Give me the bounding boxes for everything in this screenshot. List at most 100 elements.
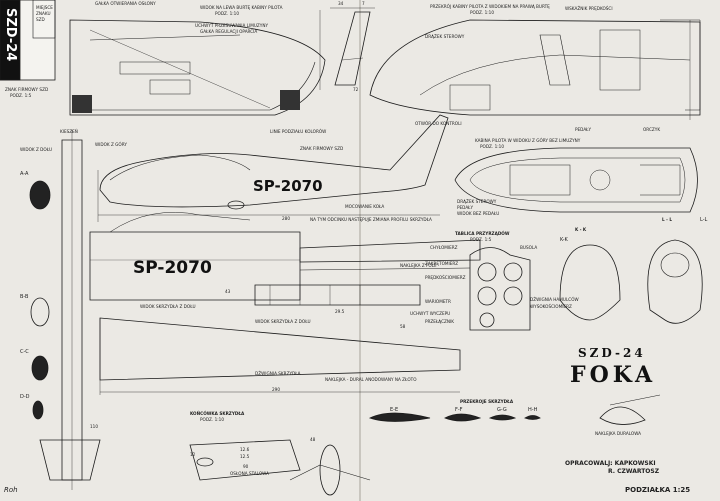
dim-12: 12 — [190, 452, 196, 457]
dim-1: 34 — [338, 1, 344, 6]
section-ee: E-E — [390, 407, 399, 413]
wing-tip-title: KOŃCÓWKA SKRZYDŁA — [190, 411, 245, 416]
callout-cockpit-top-3: WIDOK BEZ PEDAŁU — [457, 211, 500, 216]
cockpit-section-view — [369, 19, 701, 120]
title-name: FOKA — [570, 362, 657, 388]
horizontal-stabilizer — [299, 239, 481, 271]
callout-cockpit-5: DRĄŻEK STEROWY — [425, 34, 465, 39]
dim-3: 72 — [353, 87, 359, 92]
section-ff: F-F — [455, 407, 463, 413]
callout-wing-2: WIDOK SKRZYDŁA Z DOŁU — [255, 319, 311, 324]
dim-7: 29.5 — [335, 309, 345, 314]
canopy-side-title: WIDOK NA LEWA BURTĘ KABINY PILOTA — [200, 5, 283, 10]
kk-label: K - K — [575, 227, 587, 232]
glider-front-view — [289, 444, 371, 496]
dim-6: 43 — [225, 289, 231, 294]
corner-model-text: SZD-24 — [3, 8, 18, 62]
registration-side: SP-2070 — [253, 177, 323, 195]
wing-profiles — [368, 394, 661, 425]
callout-instr-3: ZAKRĘTOMIERZ — [425, 261, 459, 266]
author-2: R. CZWARTOSZ — [608, 468, 660, 475]
callout-cockpit-4: ORCZYK — [643, 127, 661, 132]
wing-sections-title: PRZEKROJE SKRZYDŁA — [460, 399, 514, 404]
callout-fuselage-5: NA TYM ODCINKU NASTĘPUJE ZMIANA PROFILU … — [310, 217, 432, 222]
dim-5: 290 — [272, 387, 280, 392]
callout-cockpit-2: WSKAŹNIK PRĘDKOŚCI — [565, 6, 613, 11]
cockpit-top-title: KABINA PILOTA W WIDOKU Z GÓRY BEZ LIMUZY… — [475, 138, 581, 143]
callout-instr-1: CHYŁOMIERZ — [430, 245, 458, 250]
callout-canopy-4: KIESZEŃ — [60, 129, 78, 134]
callout-cockpit-top-2: PEDAŁY — [457, 205, 474, 210]
fuselage-frames — [254, 284, 421, 306]
dim-11: 48 — [310, 437, 316, 442]
callout-fuselage-3: ZNAK FIRMOWY SZD — [5, 87, 49, 92]
callout-wing-1: NAKLEJKA - DURAL ANODOWANY NA ZŁOTO — [325, 377, 417, 382]
callout-fuselage-6: NAKLEJKA Z FOLII — [400, 263, 437, 268]
callout-cockpit-top-1: DRĄŻEK STEROWY — [457, 199, 497, 204]
wing-chord-strip — [99, 317, 461, 395]
wing-planform — [89, 212, 301, 301]
signature: Roh — [4, 486, 18, 494]
section-gg: G-G — [497, 407, 507, 413]
cockpit-section-title: PRZEKRÓJ KABINY PILOTA Z WIDOKIEM NA PRA… — [430, 4, 550, 9]
callout-cockpit-3: PEDAŁY — [575, 127, 592, 132]
section-dd: D-D — [20, 394, 30, 400]
top-view-label: WIDOK Z GÓRY — [95, 142, 127, 147]
callout-instr-9: PRZEŁĄCZNIK — [425, 319, 454, 324]
dim-13: 12.5 — [240, 454, 250, 459]
canopy-side-view — [69, 19, 326, 116]
callout-wing-3: DŹWIGNIA SKRZYDŁA — [255, 371, 301, 376]
fuselage-side-view — [97, 114, 449, 222]
callout-fuselage-1: LINIE PODZIAŁU KOLORÓW — [270, 129, 327, 134]
wing-tip-detail — [189, 439, 301, 481]
callout-fuselage-4: PODZ. 1:5 — [10, 93, 32, 98]
instrument-panel-title: TABLICA PRZYRZĄDÓW — [455, 231, 510, 236]
section-ll: L-L — [700, 217, 708, 223]
cockpit-top-scale: PODZ. 1:10 — [480, 144, 504, 149]
dim-9: 110 — [90, 424, 98, 429]
callout-instr-7: UCHWYT WYCZEPU — [410, 311, 451, 316]
corner-stamp — [0, 0, 56, 81]
kk-ll-sections — [559, 239, 703, 324]
instrument-panel — [469, 247, 531, 331]
dim-14: 12.6 — [240, 447, 250, 452]
section-bb: B-B — [20, 294, 29, 300]
author-1: J. KAPKOWSKI — [608, 460, 656, 467]
callout-instr-6: WYSOKOŚCIOMIERZ — [530, 304, 572, 309]
title-model: SZD-24 — [578, 346, 646, 360]
callout-canopy-1: GAŁKA OTWIERANIA OSŁONY — [95, 1, 156, 6]
section-cc: C-C — [20, 349, 29, 355]
bottom-view-label: WIDOK Z DOŁU — [20, 147, 53, 152]
wing-top-view — [39, 130, 101, 490]
callout-fuselage-2: ZNAK FIRMOWY SZD — [300, 146, 344, 151]
registration-wing: SP-2070 — [133, 258, 212, 278]
callout-instr-2: BUSOLA — [520, 245, 538, 250]
stamp-line-3: SZD — [36, 17, 45, 22]
section-aa: A-A — [20, 171, 29, 177]
callout-instr-5: WARIOMETR — [425, 299, 451, 304]
scale-label: PODZIAŁKA 1:25 — [625, 486, 691, 494]
stamp-line-1: MIEJSCE — [36, 5, 53, 10]
callout-canopy-2: UCHWYT PRZESUWANIA LIMUZYNY — [195, 23, 269, 28]
fin-detail — [319, 7, 375, 90]
fuselage-sections — [29, 180, 51, 420]
callout-instr-8: DŹWIGNIA HAMULCÓW — [530, 297, 579, 302]
wing-view-label: WIDOK SKRZYDŁA Z DOŁU — [140, 304, 196, 309]
section-kk: K-K — [560, 237, 568, 243]
callout-cockpit-1: OTWÓR DO KONTROLI — [415, 121, 462, 126]
authors-label: OPRACOWAL : — [565, 460, 613, 467]
callout-canopy-3: GAŁKA REGULACJI OPARCIA — [200, 29, 258, 34]
wing-tip-scale: PODZ. 1:10 — [200, 417, 224, 422]
section-hh: H-H — [528, 407, 538, 413]
instrument-panel-scale: PODZ. 1:5 — [470, 237, 492, 242]
callout-instr-4: PRĘDKOŚCIOMIERZ — [425, 275, 466, 280]
canopy-side-scale: PODZ. 1:10 — [215, 11, 239, 16]
dim-10: 90 — [243, 464, 249, 469]
callout-wing-4: NAKLEJKA DURALOWA — [595, 431, 641, 436]
ll-label: L - L — [662, 217, 672, 222]
callout-fuselage-8: OSŁONA STALOWA — [230, 471, 269, 476]
dim-4: 280 — [282, 216, 290, 221]
callout-fuselage-7: MOCOWANIE KOŁA — [345, 204, 385, 209]
